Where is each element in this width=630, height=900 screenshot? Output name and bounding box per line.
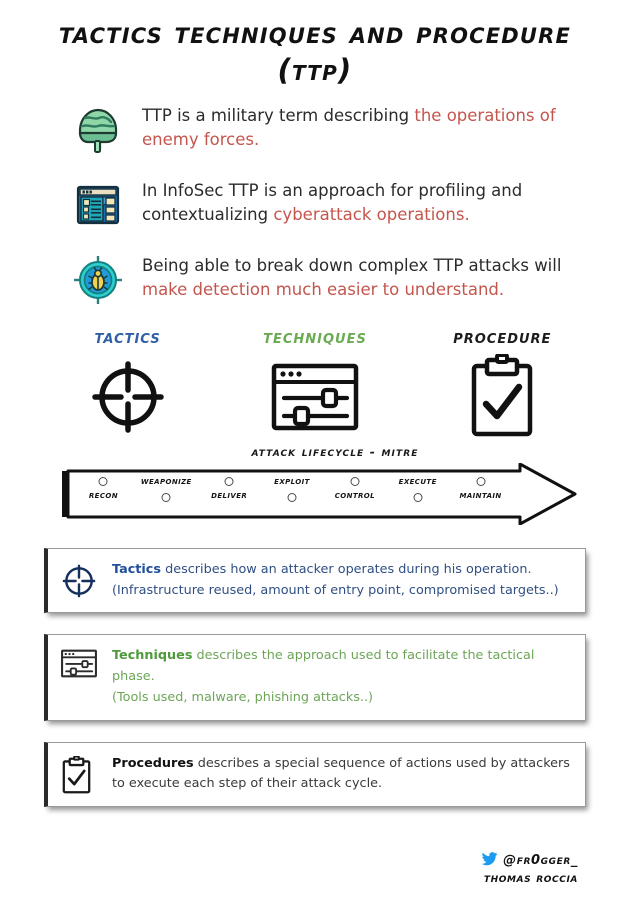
- description-box-tactics: Tactics describes how an attacker operat…: [44, 547, 586, 614]
- bullet-text-highlight: make detection much easier to understand…: [142, 279, 505, 299]
- twitter-handle: @FR0GGER_: [503, 853, 578, 868]
- stage-label: Recon: [88, 488, 118, 501]
- bullet-text-highlight: cyberattack operations.: [273, 204, 470, 224]
- column-procedure: Procedure: [409, 327, 596, 438]
- author-name: Thomas Roccia: [483, 871, 578, 886]
- title-line-1: Tactics Techniques and Procedure: [58, 16, 572, 51]
- bullet-text-highlight: the operations of enemy forces.: [142, 105, 556, 149]
- column-title-tactics: Tactics: [94, 326, 161, 348]
- description-text: Techniques describes the approach used t…: [112, 645, 571, 708]
- bullet-text-plain: TTP is a military term describing: [142, 105, 415, 125]
- crosshair-icon: [34, 356, 221, 438]
- stage-dot: [287, 492, 297, 502]
- stage-label: Maintain: [459, 488, 502, 501]
- lifecycle-stage-recon: Recon: [72, 463, 135, 525]
- stage-dot: [413, 492, 423, 502]
- description-box-procedure: Procedures describes a special sequence …: [44, 741, 586, 807]
- description-line-2: (Infrastructure reused, amount of entry …: [112, 582, 559, 598]
- lifecycle-stage-execute: Execute: [386, 463, 449, 525]
- stage-label: Exploit: [274, 474, 310, 487]
- bullet-text: In InfoSec TTP is an approach for profil…: [142, 177, 572, 227]
- stage-dot: [350, 476, 360, 486]
- profiling-window-icon: [72, 179, 124, 231]
- description-line-1: describes the approach used to facilitat…: [112, 648, 535, 685]
- category-columns: Tactics Techniques: [0, 327, 630, 438]
- description-boxes: Tactics describes how an attacker operat…: [0, 547, 630, 807]
- stage-label: Weaponize: [140, 474, 192, 487]
- bullet-item: Being able to break down complex TTP att…: [0, 252, 630, 310]
- column-title-procedure: Procedure: [453, 326, 552, 348]
- bullet-item: TTP is a military term describing the op…: [0, 102, 630, 160]
- stage-dot: [224, 476, 234, 486]
- clipboard-check-icon: [60, 755, 100, 795]
- bug-target-icon: [72, 254, 124, 306]
- description-line-1: describes a special sequence of actions …: [193, 755, 570, 771]
- description-term: Techniques: [112, 648, 193, 664]
- crosshair-icon: [60, 562, 100, 600]
- description-term: Tactics: [112, 561, 162, 577]
- description-box-techniques: Techniques describes the approach used t…: [44, 634, 586, 721]
- lifecycle-stage-maintain: Maintain: [449, 463, 512, 525]
- stage-label: Deliver: [211, 488, 248, 501]
- bullet-text: Being able to break down complex TTP att…: [142, 252, 572, 302]
- lifecycle-stage-weaponize: Weaponize: [135, 463, 198, 525]
- author-credit: @FR0GGER_ Thomas Roccia: [481, 851, 578, 886]
- clipboard-check-icon: [409, 353, 596, 438]
- lifecycle-stage-list: Recon Weaponize Deliver Exploit Control …: [72, 463, 512, 525]
- twitter-handle-row: @FR0GGER_: [481, 851, 578, 870]
- bullet-list: TTP is a military term describing the op…: [0, 102, 630, 310]
- lifecycle-stage-control: Control: [323, 463, 386, 525]
- column-techniques: Techniques: [221, 327, 408, 438]
- description-term: Procedures: [112, 755, 194, 771]
- lifecycle-title: Attack Lifecycle - Mitre: [251, 443, 419, 459]
- lifecycle-stage-exploit: Exploit: [261, 463, 324, 525]
- description-line-2: (Tools used, malware, phishing attacks..…: [112, 689, 374, 705]
- bullet-text: TTP is a military term describing the op…: [142, 102, 572, 152]
- twitter-bird-icon: [481, 851, 498, 870]
- lifecycle-stage-deliver: Deliver: [198, 463, 261, 525]
- stage-label: Control: [334, 488, 376, 501]
- title-line-2: (TTP): [277, 52, 353, 87]
- slider-window-icon: [60, 648, 100, 679]
- bullet-text-plain: Being able to break down complex TTP att…: [142, 255, 562, 275]
- description-text: Tactics describes how an attacker operat…: [112, 559, 559, 601]
- description-line-1: describes how an attacker operates durin…: [161, 561, 532, 577]
- column-tactics: Tactics: [34, 327, 221, 438]
- attack-lifecycle: Attack Lifecycle - Mitre Recon Weaponize…: [0, 444, 630, 532]
- column-title-techniques: Techniques: [263, 326, 367, 348]
- stage-dot: [161, 492, 171, 502]
- bullet-text-plain: In InfoSec TTP is an approach for profil…: [142, 180, 523, 224]
- description-line-2: to execute each step of their attack cyc…: [112, 776, 383, 792]
- military-helmet-icon: [72, 104, 124, 156]
- stage-dot: [476, 476, 486, 486]
- lifecycle-arrow: Recon Weaponize Deliver Exploit Control …: [0, 462, 630, 525]
- slider-window-icon: [221, 356, 408, 438]
- stage-label: Execute: [398, 474, 437, 487]
- page-title: Tactics Techniques and Procedure (TTP): [0, 0, 630, 88]
- description-text: Procedures describes a special sequence …: [112, 753, 570, 795]
- stage-dot: [98, 476, 108, 486]
- bullet-item: In InfoSec TTP is an approach for profil…: [0, 177, 630, 235]
